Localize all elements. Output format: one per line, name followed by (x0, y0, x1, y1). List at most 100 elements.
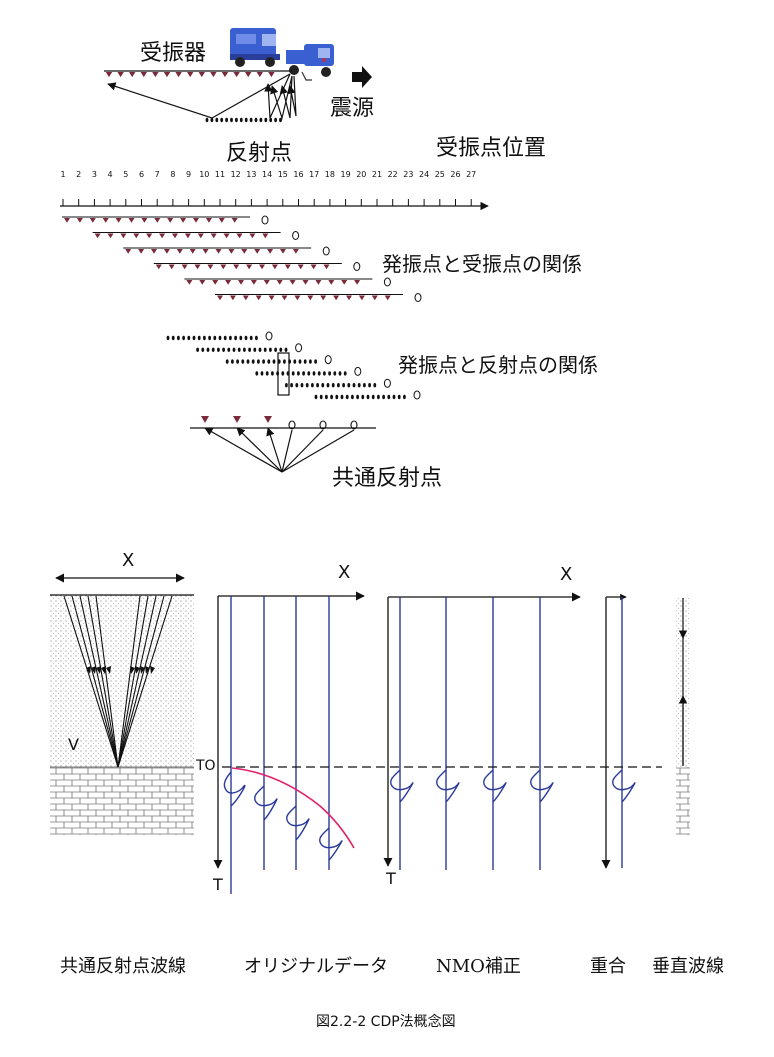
receiver-spread (105, 72, 275, 78)
reflection-point-dot (254, 117, 258, 123)
receiver-icon (249, 233, 256, 239)
reflection-point-dot (244, 117, 248, 123)
receiver-icon (128, 218, 135, 223)
spread-row (62, 215, 269, 225)
receiver-icon (175, 72, 182, 78)
receiver-icon (167, 218, 174, 223)
scale-number: 11 (215, 170, 225, 179)
receivers-label: 受振器 (140, 41, 206, 66)
scale-number: 22 (388, 170, 398, 179)
shot-point-icon (354, 366, 362, 376)
receiver-icon (280, 249, 286, 254)
receiver-icon (180, 218, 187, 223)
receiver-icon (241, 249, 248, 254)
receiver-icon (276, 280, 283, 285)
receiver-icon (221, 72, 229, 78)
scale-number: 8 (170, 170, 175, 179)
scale-number: 19 (341, 170, 351, 179)
receiver-icon (176, 249, 183, 254)
reflection-row (166, 331, 273, 341)
scale-number: 3 (92, 170, 97, 179)
receiver-icon (212, 280, 219, 285)
receiver-icon (138, 249, 145, 254)
shot-point-icon (413, 390, 421, 400)
receiver-icon (268, 72, 275, 78)
receiver-icon (271, 264, 278, 270)
receiver-icon (263, 280, 270, 285)
nmo-x-label: X (560, 564, 572, 585)
shot-point-icon (383, 378, 391, 388)
receiver-icon (117, 72, 124, 78)
receiver-icon (172, 233, 178, 239)
caption-nmo: NMO補正 (436, 956, 521, 977)
receiver-icon (152, 72, 159, 78)
reflection-point-dot (274, 117, 277, 123)
receiver-icon (133, 233, 140, 239)
original-t-label: T (212, 875, 223, 894)
receiver-icon (89, 218, 96, 223)
receiver-icon (215, 249, 222, 254)
scale-number: 1 (60, 170, 65, 179)
scale-number: 4 (108, 170, 113, 179)
receiver-icon (151, 249, 157, 254)
receiver-icon (184, 233, 191, 239)
receiver-icon (207, 264, 214, 270)
receiver-icon (107, 233, 114, 239)
scale-number: 18 (325, 170, 335, 179)
receiver-icon (199, 280, 206, 285)
receiver-icon (202, 249, 209, 254)
reflection-point-dot (215, 117, 219, 123)
spread-row (153, 262, 361, 271)
caption-stack: 重合 (590, 956, 626, 977)
receiver-icon (250, 280, 257, 285)
scale-number: 7 (155, 170, 160, 179)
receiver-icon (245, 72, 252, 78)
receiver-icon (210, 72, 217, 78)
receiver-icon (210, 233, 217, 239)
receiver-icon (76, 218, 83, 223)
receiver-icon (225, 280, 232, 285)
receiver-icon (220, 264, 227, 270)
receiver-icon (223, 233, 230, 239)
receiver-icon (341, 280, 348, 285)
reflection-point-dot (205, 117, 209, 123)
receiver-icon (284, 264, 291, 270)
receiver-icon (289, 280, 296, 285)
reflection-points-label: 反射点 (226, 141, 292, 166)
scale-number: 10 (199, 170, 209, 179)
reflection-point-dot (220, 117, 224, 123)
receiver-icon (229, 295, 236, 301)
receiver-icon (259, 264, 265, 270)
receiver-icon (129, 72, 136, 78)
receiver-icon (189, 249, 196, 254)
offset-x-label: X (122, 550, 134, 571)
scale-number: 2 (76, 170, 81, 179)
source-arrow-icon (352, 66, 372, 88)
scale-number: 14 (262, 170, 272, 179)
cdp-gather-box (277, 352, 290, 396)
scale-number: 25 (435, 170, 445, 179)
receiver-icon (187, 72, 194, 78)
caption-raypaths: 共通反射点波線 (60, 956, 186, 977)
receiver-icon (115, 218, 122, 223)
scale-number: 13 (246, 170, 256, 179)
scale-number: 24 (419, 170, 429, 179)
receiver-icon (268, 295, 275, 301)
receiver-icon (146, 233, 153, 239)
shot-point-icon (265, 331, 273, 341)
t0-label: TO (195, 758, 216, 774)
reflection-row (255, 366, 362, 376)
receiver-icon (358, 295, 365, 301)
reflection-point-dot (235, 117, 238, 123)
receiver-icon (168, 264, 175, 270)
receiver-icon (163, 72, 171, 78)
receiver-icon (267, 249, 274, 254)
common-reflection-point-sketch: 共通反射点 (190, 416, 442, 491)
receiver-icon (315, 280, 322, 285)
receiver-icon (193, 218, 199, 223)
reflection-point-dot (249, 117, 253, 123)
receiver-icon (64, 218, 70, 223)
reflection-point-dot (259, 117, 263, 123)
shot-point-icon (353, 262, 361, 271)
